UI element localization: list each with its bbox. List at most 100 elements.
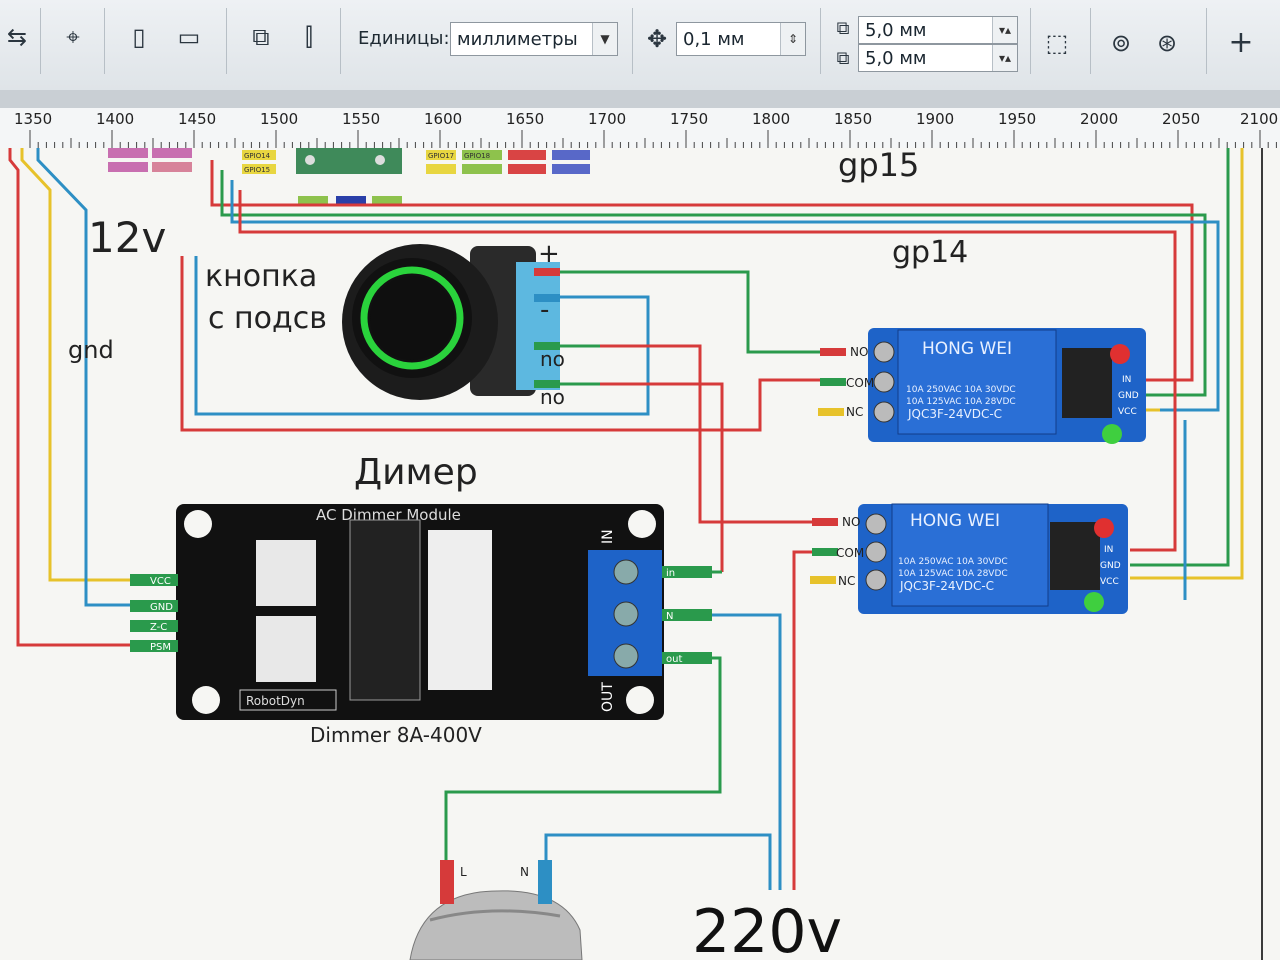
align-nudge-icon[interactable]: ⇆: [6, 23, 28, 51]
units-label: Единицы:: [358, 28, 450, 49]
relay-module-2: HONG WEI 10A 250VAC 10A 30VDC 10A 125VAC…: [858, 503, 1128, 614]
drawing-canvas[interactable]: GPIO14 GPIO15 GPIO17 GPIO18: [0, 148, 1280, 960]
spin-icon[interactable]: ▾▴: [992, 17, 1017, 43]
portrait-icon[interactable]: ▯: [132, 23, 146, 51]
wiring-diagram: GPIO14 GPIO15 GPIO17 GPIO18: [8, 148, 1263, 960]
pin-zc: Z-C: [150, 622, 167, 633]
board-label: GPIO15: [244, 166, 270, 174]
lamp-n-label: N: [520, 865, 529, 879]
ruler-number: 2000: [1080, 110, 1119, 128]
relay-brand: HONG WEI: [922, 339, 1012, 359]
duplicate-x-icon: ⧉: [836, 18, 850, 39]
svg-text:GND: GND: [1118, 391, 1139, 401]
no1-label: no: [540, 347, 565, 371]
ruler-number: 1500: [260, 110, 299, 128]
relay-model: JQC3F-24VDC-C: [907, 407, 1002, 421]
no2-label: no: [540, 385, 565, 409]
relay-spec: 10A 125VAC 10A 28VDC: [898, 569, 1008, 579]
pin-label-tag: [242, 164, 276, 174]
duplicate-x-input[interactable]: 5,0 мм ▾▴: [858, 16, 1018, 44]
controller-board: GPIO14 GPIO15 GPIO17 GPIO18: [108, 148, 590, 206]
gnd-label: gnd: [68, 336, 114, 364]
ruler-number: 1750: [670, 110, 709, 128]
current-page-icon[interactable]: ⫿: [305, 23, 313, 51]
lamp-fixture: L N: [409, 860, 583, 960]
transform-icon[interactable]: ⌖: [66, 23, 80, 51]
pin-vcc: VCC: [150, 576, 171, 587]
snap-objects-icon[interactable]: ⊚: [1110, 29, 1132, 57]
minus-label: -: [540, 295, 549, 325]
toolbar-separator: [1030, 8, 1031, 74]
toolbar-separator: [1090, 8, 1091, 74]
pin-in: in: [666, 568, 675, 579]
relay1-pin-com: COM: [846, 376, 874, 390]
spin-icon[interactable]: ▾▴: [992, 45, 1017, 71]
relay-module-1: HONG WEI 10A 250VAC 10A 30VDC 10A 125VAC…: [868, 328, 1146, 444]
landscape-icon[interactable]: ▭: [177, 23, 201, 51]
ruler-number: 2050: [1162, 110, 1201, 128]
dimmer-in-label: IN: [600, 529, 616, 544]
relay2-pin-nc: NC: [838, 574, 855, 588]
button-label-line2: с подсв: [208, 301, 327, 336]
wires: [8, 148, 1244, 890]
dup-y-value: 5,0 мм: [865, 48, 927, 69]
nudge-value: 0,1 мм: [683, 29, 745, 50]
plus-icon[interactable]: +: [1228, 25, 1254, 60]
relay-spec: 10A 250VAC 10A 30VDC: [898, 557, 1008, 567]
ruler-number: 2100: [1240, 110, 1279, 128]
ruler-number: 1850: [834, 110, 873, 128]
pin-label-tag: [108, 162, 148, 172]
chevron-down-icon[interactable]: ▼: [592, 23, 617, 55]
pin-out: out: [666, 654, 682, 665]
toolbar-gap: [0, 90, 1280, 108]
relay-2-pin-tags: NO COM NC: [810, 515, 864, 588]
toolbar-separator: [340, 8, 341, 74]
pin-n: N: [666, 611, 673, 622]
relay1-pin-nc: NC: [846, 405, 863, 419]
nudge-icon: ✥: [646, 25, 668, 53]
ruler-number: 1450: [178, 110, 217, 128]
svg-text:GND: GND: [1100, 561, 1121, 571]
svg-text:VCC: VCC: [1100, 577, 1119, 587]
units-select[interactable]: миллиметры ▼: [450, 22, 618, 56]
ruler-number: 1600: [424, 110, 463, 128]
dimmer-caption: Dimmer 8A-400V: [310, 723, 482, 747]
pin-label-tag: [242, 150, 276, 160]
board-label: GPIO18: [464, 152, 490, 160]
220v-label: 220v: [692, 897, 842, 960]
toolbar-separator: [104, 8, 105, 74]
snap-settings-icon[interactable]: ⊛: [1156, 29, 1178, 57]
ac-dimmer-module: AC Dimmer Module IN OUT RobotDyn: [176, 504, 664, 720]
ruler-ticks: [29, 130, 1277, 148]
pin-label-tag: [108, 148, 148, 158]
dimmer-out-label: OUT: [600, 682, 616, 712]
dimmer-title: Димер: [354, 452, 478, 493]
svg-text:IN: IN: [1104, 545, 1113, 555]
svg-text:IN: IN: [1122, 375, 1131, 385]
ruler-number: 1650: [506, 110, 545, 128]
pin-gnd: GND: [150, 602, 173, 613]
ruler-number: 1550: [342, 110, 381, 128]
all-pages-icon[interactable]: ⧉: [252, 23, 270, 51]
page-frame-icon[interactable]: ⬚: [1045, 29, 1069, 57]
ruler-number: 1900: [916, 110, 955, 128]
gp15-label: gp15: [838, 148, 919, 184]
lamp-l-label: L: [460, 865, 467, 879]
illuminated-push-button: [342, 244, 560, 400]
relay-spec: 10A 250VAC 10A 30VDC: [906, 385, 1016, 395]
duplicate-y-icon: ⧉: [836, 48, 850, 69]
spin-icon[interactable]: ⇕: [780, 23, 805, 55]
12v-label: 12v: [88, 213, 166, 262]
gp14-label: gp14: [892, 235, 968, 270]
pin-psm: PSM: [150, 642, 171, 653]
ruler-number: 1400: [96, 110, 135, 128]
dimmer-pin-tags: VCC GND Z-C PSM in N out: [130, 566, 712, 665]
toolbar-separator: [820, 8, 821, 74]
pin-label-tag: [152, 162, 192, 172]
ruler-number: 1800: [752, 110, 791, 128]
nudge-distance-input[interactable]: 0,1 мм ⇕: [676, 22, 806, 56]
relay-1-pin-tags: NO COM NC: [818, 345, 874, 419]
relay-model: JQC3F-24VDC-C: [899, 579, 994, 593]
duplicate-y-input[interactable]: 5,0 мм ▾▴: [858, 44, 1018, 72]
